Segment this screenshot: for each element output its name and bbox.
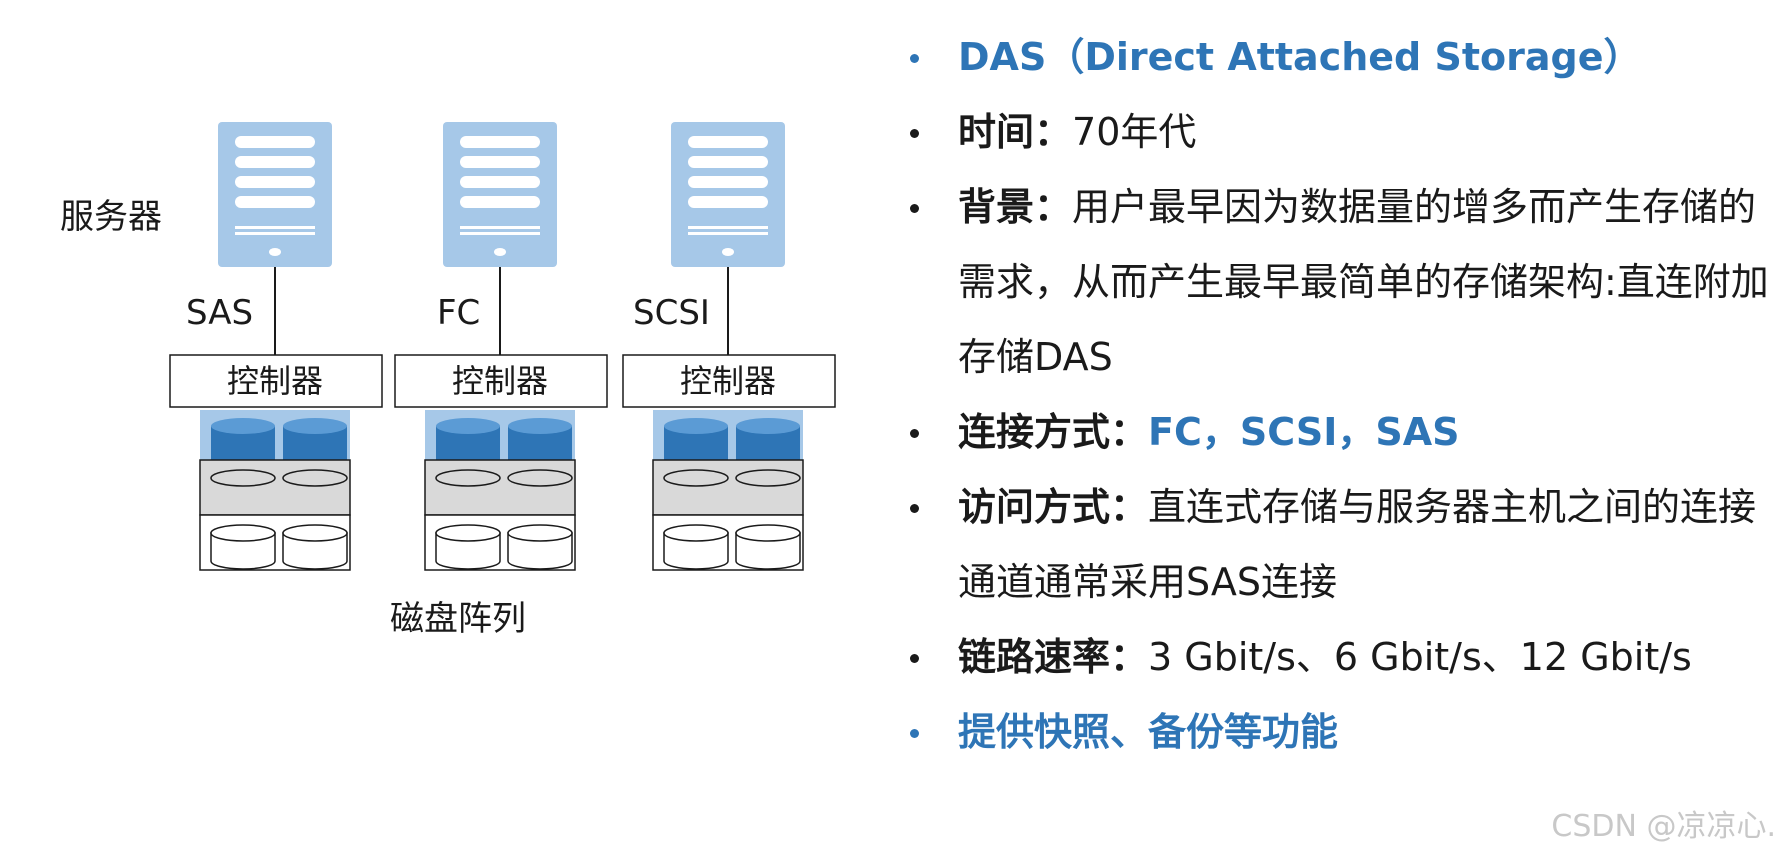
storage-column-2: FC 控制器 — [394, 122, 608, 571]
bullet-text: 直连式存储与服务器主机之间的连接通道通常采用SAS连接 — [958, 485, 1757, 604]
bullet-item: 连接方式：FC，SCSI，SAS — [900, 395, 1770, 470]
disk-icon — [663, 469, 729, 514]
bullet-label: DAS（Direct Attached Storage） — [958, 35, 1642, 79]
bullet-dot-icon — [910, 204, 919, 213]
bullet-label: 连接方式： — [958, 410, 1149, 454]
disk-icon — [282, 524, 348, 570]
bullet-dot-icon — [910, 54, 919, 63]
storage-column-3: SCSI 控制器 — [622, 122, 836, 571]
controller-box — [169, 354, 383, 408]
storage-column-1: SAS 控制器 — [169, 122, 383, 571]
bullet-highlight: FC，SCSI，SAS — [1148, 410, 1460, 454]
bullet-dot-icon — [910, 654, 919, 663]
interface-label: FC — [437, 293, 480, 333]
disk-icon — [663, 524, 729, 570]
watermark: CSDN @凉凉心. — [1551, 809, 1776, 844]
bullet-dot-icon — [910, 729, 919, 738]
controller-label: 控制器 — [227, 362, 323, 400]
server-icon — [218, 122, 332, 267]
controller-label: 控制器 — [680, 362, 776, 400]
disk-array-label: 磁盘阵列 — [390, 599, 526, 639]
interface-label: SCSI — [633, 293, 710, 333]
bullet-label: 背景： — [958, 185, 1073, 229]
disk-icon — [282, 469, 348, 514]
cache-disk-icon — [283, 418, 347, 468]
controller-box — [622, 354, 836, 408]
disk-icon — [735, 524, 801, 570]
cache-disk-icon — [736, 418, 800, 468]
cache-disk-icon — [211, 418, 275, 468]
disk-icon — [210, 524, 276, 570]
cache-disk-icon — [436, 418, 500, 468]
controller-box — [394, 354, 608, 408]
disk-icon — [507, 524, 573, 570]
bullet-item: 时间：70年代 — [900, 95, 1770, 170]
bullet-label: 链路速率： — [958, 635, 1149, 679]
bullet-dot-icon — [910, 129, 919, 138]
bullet-label: 时间： — [958, 110, 1073, 154]
disk-icon — [435, 524, 501, 570]
bullet-text: 70年代 — [1072, 110, 1197, 154]
bullet-item: 背景：用户最早因为数据量的增多而产生存储的需求，从而产生最早最简单的存储架构:直… — [900, 170, 1770, 395]
bullet-dot-icon — [910, 504, 919, 513]
bullet-label: 访问方式： — [958, 485, 1149, 529]
controller-label: 控制器 — [452, 362, 548, 400]
server-icon — [443, 122, 557, 267]
bullet-item: 提供快照、备份等功能 — [900, 695, 1770, 770]
interface-label: SAS — [186, 293, 253, 333]
disk-icon — [210, 469, 276, 514]
bullet-item: 访问方式：直连式存储与服务器主机之间的连接通道通常采用SAS连接 — [900, 470, 1770, 620]
cache-disk-icon — [664, 418, 728, 468]
bullet-label: 提供快照、备份等功能 — [958, 710, 1339, 754]
bullet-dot-icon — [910, 429, 919, 438]
disk-icon — [735, 469, 801, 514]
server-label: 服务器 — [60, 197, 162, 237]
bullet-list: DAS（Direct Attached Storage）时间：70年代背景：用户… — [900, 20, 1770, 770]
disk-icon — [507, 469, 573, 514]
das-diagram: 服务器 SAS 控制器 FC 控制器 SCSI 控制器 磁盘阵列 — [60, 122, 836, 639]
server-icon — [671, 122, 785, 267]
disk-icon — [435, 469, 501, 514]
bullet-text: 3 Gbit/s、6 Gbit/s、12 Gbit/s — [1148, 635, 1692, 679]
bullet-item: DAS（Direct Attached Storage） — [900, 20, 1770, 95]
bullet-item: 链路速率：3 Gbit/s、6 Gbit/s、12 Gbit/s — [900, 620, 1770, 695]
bullet-text: 用户最早因为数据量的增多而产生存储的需求，从而产生最早最简单的存储架构:直连附加… — [958, 185, 1769, 379]
cache-disk-icon — [508, 418, 572, 468]
